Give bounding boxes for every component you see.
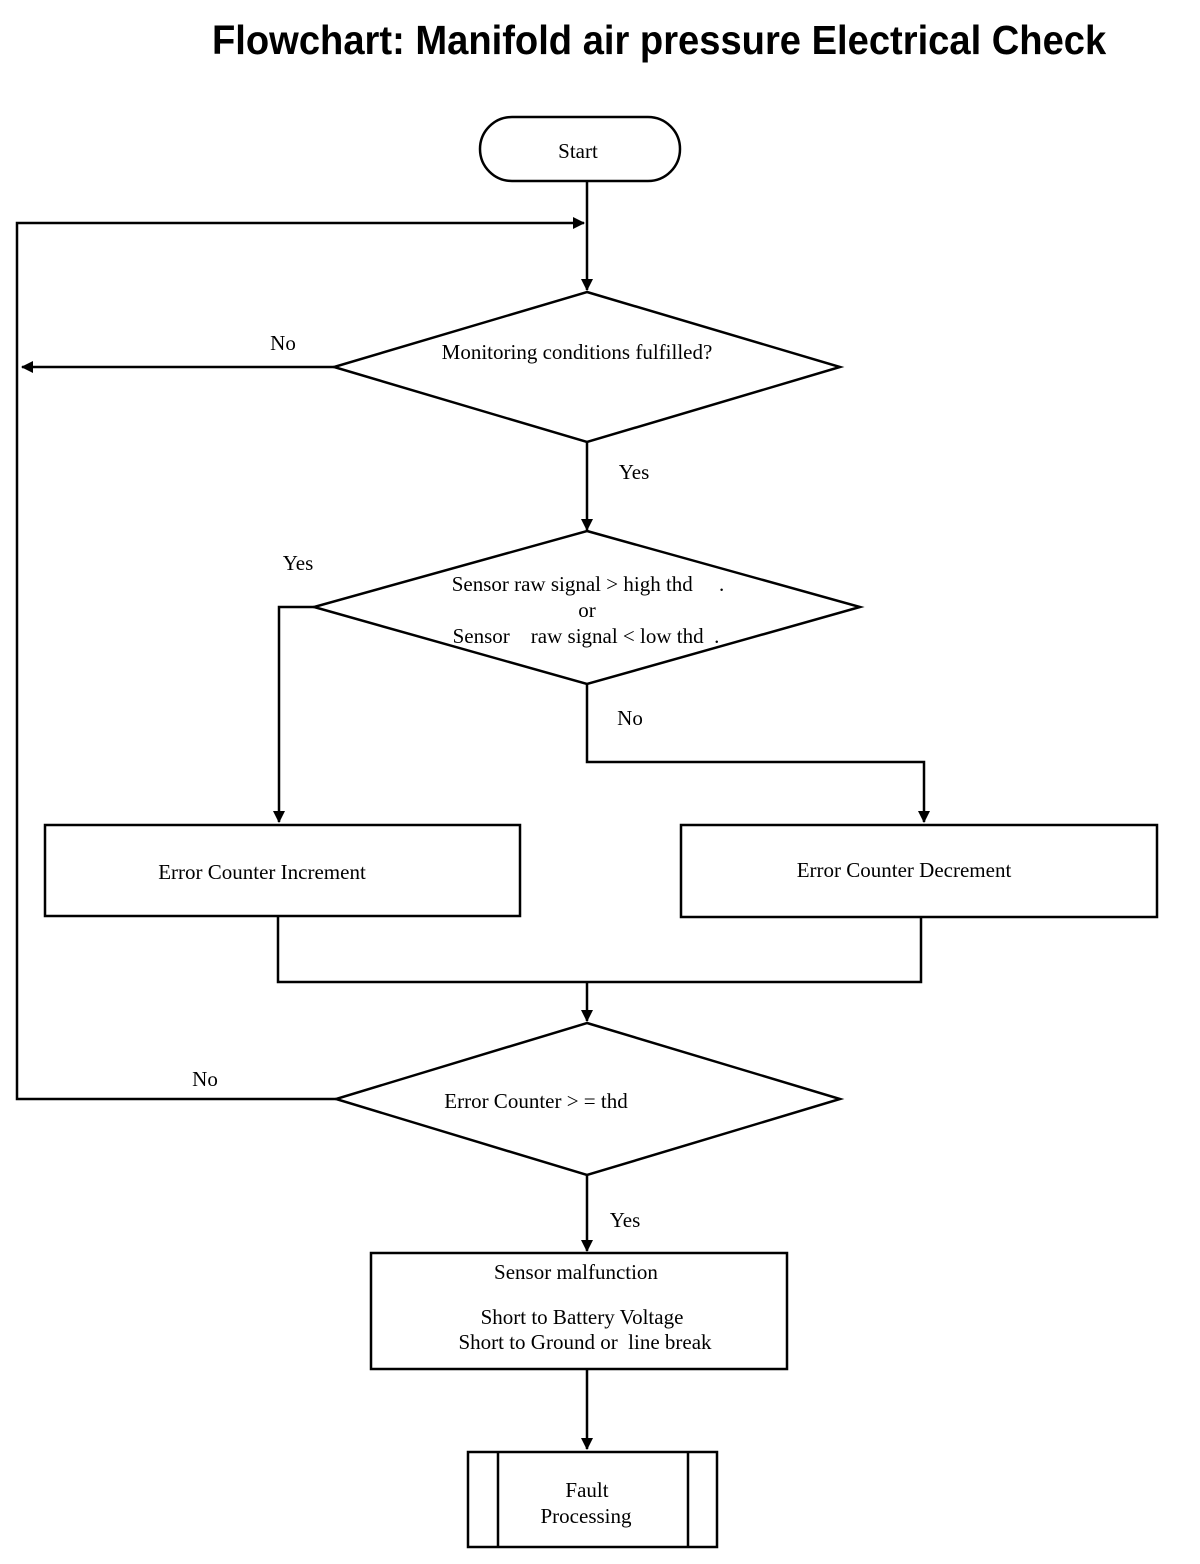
edge-label-sensor-yes: Yes: [283, 551, 314, 575]
decrement-box: [679, 823, 1159, 919]
arrow-sensor-yes: [273, 605, 314, 823]
edge-label-counter-yes: Yes: [610, 1208, 641, 1232]
start-terminator: [478, 115, 682, 183]
sensor-label-line1: Sensor raw signal > high thd .: [452, 572, 725, 596]
increment-box: [43, 823, 522, 918]
edge-label-counter-no: No: [192, 1067, 218, 1091]
decrement-label: Error Counter Decrement: [797, 858, 1012, 882]
counter-label: Error Counter > = thd: [444, 1089, 628, 1113]
malfunction-label-line3: Short to Ground or line break: [458, 1330, 712, 1354]
edge-label-monitoring-no: No: [270, 331, 296, 355]
sensor-label-line3: Sensor raw signal < low thd .: [453, 624, 720, 648]
edge-label-monitoring-yes: Yes: [619, 460, 650, 484]
monitoring-decision: [329, 290, 845, 444]
merge-line: [276, 916, 923, 984]
fault-label-line1: Fault: [565, 1478, 608, 1502]
page-title: Flowchart: Manifold air pressure Electri…: [212, 17, 1107, 63]
edge-label-sensor-no: No: [617, 706, 643, 730]
start-label: Start: [558, 139, 598, 163]
increment-label: Error Counter Increment: [158, 860, 366, 884]
malfunction-label-line1: Sensor malfunction: [494, 1260, 658, 1284]
loop-back-line: [15, 217, 585, 1101]
fault-label-line2: Processing: [541, 1504, 632, 1528]
arrow-sensor-no: [585, 684, 930, 823]
fault-process-box: [466, 1450, 719, 1549]
sensor-label-line2: or: [578, 598, 596, 622]
malfunction-label-line2: Short to Battery Voltage: [481, 1305, 684, 1329]
monitoring-label: Monitoring conditions fulfilled?: [442, 340, 713, 364]
malfunction-box: [369, 1251, 789, 1371]
